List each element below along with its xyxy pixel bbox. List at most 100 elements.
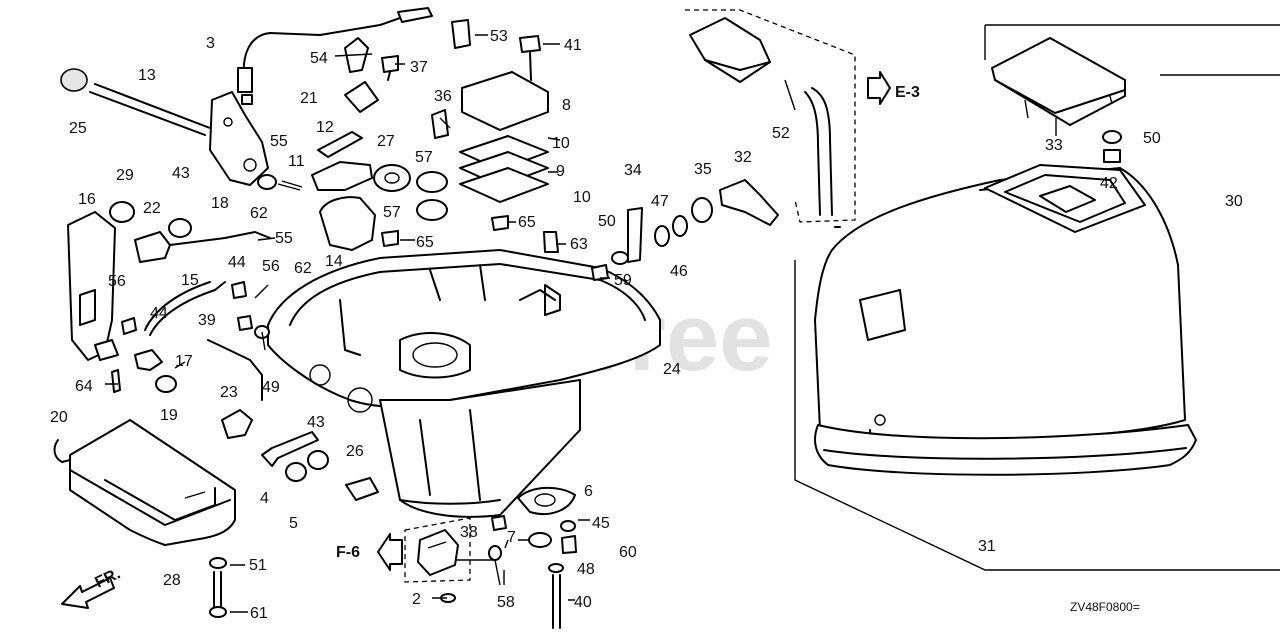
top-cap-part[interactable]: [991, 37, 1126, 126]
grommet-57-part[interactable]: [416, 171, 448, 193]
engine-cover-part[interactable]: [814, 164, 1186, 463]
bolt-41-part[interactable]: [519, 35, 541, 53]
callout-57: 57: [415, 149, 433, 166]
bolt-65-part[interactable]: [491, 215, 509, 231]
callout-23: 23: [220, 384, 238, 401]
washer-50-part[interactable]: [1102, 130, 1122, 144]
ref-arrow-e3: [867, 71, 891, 105]
collar-43-part[interactable]: [307, 450, 329, 470]
bolt-38-part[interactable]: [491, 515, 507, 531]
washer-48-part[interactable]: [548, 563, 564, 573]
callout-24: 24: [663, 361, 681, 378]
callout-40: 40: [574, 594, 592, 611]
callout-37: 37: [410, 59, 428, 76]
bushing-63-part[interactable]: [543, 231, 559, 253]
bracket-34-part[interactable]: [627, 207, 643, 263]
callout-28: 28: [163, 572, 181, 589]
bolt-65b-part[interactable]: [381, 230, 399, 247]
callout-6: 6: [584, 483, 593, 500]
switch-2-part[interactable]: [417, 529, 459, 576]
callout-61: 61: [250, 605, 268, 622]
clip-53-part[interactable]: [451, 19, 471, 49]
washer-50b-part[interactable]: [611, 251, 629, 265]
callout-47: 47: [651, 193, 669, 210]
bracket-17-part[interactable]: [134, 349, 163, 371]
callout-13: 13: [138, 67, 156, 84]
plate-12-part[interactable]: [317, 131, 363, 158]
ref-label-f6: F-6: [336, 544, 360, 561]
callout-12: 12: [316, 119, 334, 136]
nut-42-part[interactable]: [1103, 149, 1121, 163]
washer-51-part[interactable]: [209, 557, 227, 569]
callout-56-b: 56: [262, 258, 280, 275]
rear-cover-part[interactable]: [69, 419, 236, 546]
cable-39-part[interactable]: [207, 339, 263, 401]
detail-box-dashed-top: [685, 9, 856, 223]
switch-14-part[interactable]: [319, 196, 376, 251]
clip-21-part[interactable]: [344, 81, 379, 113]
lever-18-part[interactable]: [209, 91, 269, 186]
callout-42: 42: [1100, 175, 1118, 192]
clip-26-part[interactable]: [345, 477, 379, 501]
washer-46-part[interactable]: [672, 215, 688, 237]
plug-60-part[interactable]: [561, 535, 577, 554]
knob-25-part[interactable]: [60, 68, 88, 92]
clip-36-part[interactable]: [431, 109, 449, 139]
cap-58-part[interactable]: [488, 545, 502, 561]
washer-47-part[interactable]: [654, 225, 670, 247]
gasket-10b-part[interactable]: [459, 167, 549, 203]
clamp-44b-part[interactable]: [121, 317, 137, 335]
callout-15: 15: [181, 272, 199, 289]
hose-52-part[interactable]: [811, 87, 833, 216]
callout-62-b: 62: [294, 260, 312, 277]
engine-cover-seal-part[interactable]: [814, 424, 1197, 476]
callout-46: 46: [670, 263, 688, 280]
callout-53: 53: [490, 28, 508, 45]
screw-4-part[interactable]: [261, 431, 319, 467]
callout-49: 49: [262, 379, 280, 396]
hook-20-part[interactable]: [53, 439, 71, 463]
tube-15-part[interactable]: [149, 281, 226, 336]
sensor-23-part[interactable]: [221, 409, 253, 439]
bushing-35-part[interactable]: [691, 197, 713, 223]
cover-8-part[interactable]: [461, 71, 549, 131]
gasket-6-part[interactable]: [517, 486, 576, 515]
callout-7: 7: [507, 529, 516, 546]
grommet-22-part[interactable]: [109, 201, 135, 223]
washer-45-part[interactable]: [560, 520, 576, 532]
grommet-5-part[interactable]: [285, 462, 307, 482]
grommet-57b-part[interactable]: [416, 199, 448, 221]
callout-20: 20: [50, 409, 68, 426]
pin-64-part[interactable]: [111, 369, 121, 393]
callout-9: 9: [556, 163, 565, 180]
callout-21: 21: [300, 90, 318, 107]
rod-13-part[interactable]: [89, 83, 211, 136]
bracket-52-part[interactable]: [689, 17, 771, 83]
callout-3: 3: [206, 35, 215, 52]
callout-38: 38: [460, 524, 478, 541]
callout-27: 27: [377, 133, 395, 150]
callout-45: 45: [592, 515, 610, 532]
socket-55-part[interactable]: [134, 231, 171, 263]
bolt-40-part[interactable]: [552, 574, 561, 629]
plug-19-part[interactable]: [155, 375, 177, 393]
oring-7-part[interactable]: [528, 532, 552, 548]
grommet-27-part[interactable]: [373, 164, 411, 192]
callout-25: 25: [69, 120, 87, 137]
callout-4: 4: [260, 490, 269, 507]
bracket-11-part[interactable]: [311, 161, 373, 191]
callout-52: 52: [772, 125, 790, 142]
washer-62-part[interactable]: [257, 174, 277, 190]
callout-14: 14: [325, 253, 343, 270]
callout-10-b: 10: [573, 189, 591, 206]
callout-36: 36: [434, 88, 452, 105]
lever-32-part[interactable]: [719, 179, 779, 226]
callout-56: 56: [108, 273, 126, 290]
clamp-44-part[interactable]: [231, 281, 247, 299]
callout-31: 31: [978, 538, 996, 555]
bolt-61-part[interactable]: [213, 571, 222, 613]
lower-cover-part[interactable]: [267, 249, 661, 518]
screw-37-part[interactable]: [381, 55, 399, 73]
grommet-29-part[interactable]: [168, 218, 192, 238]
